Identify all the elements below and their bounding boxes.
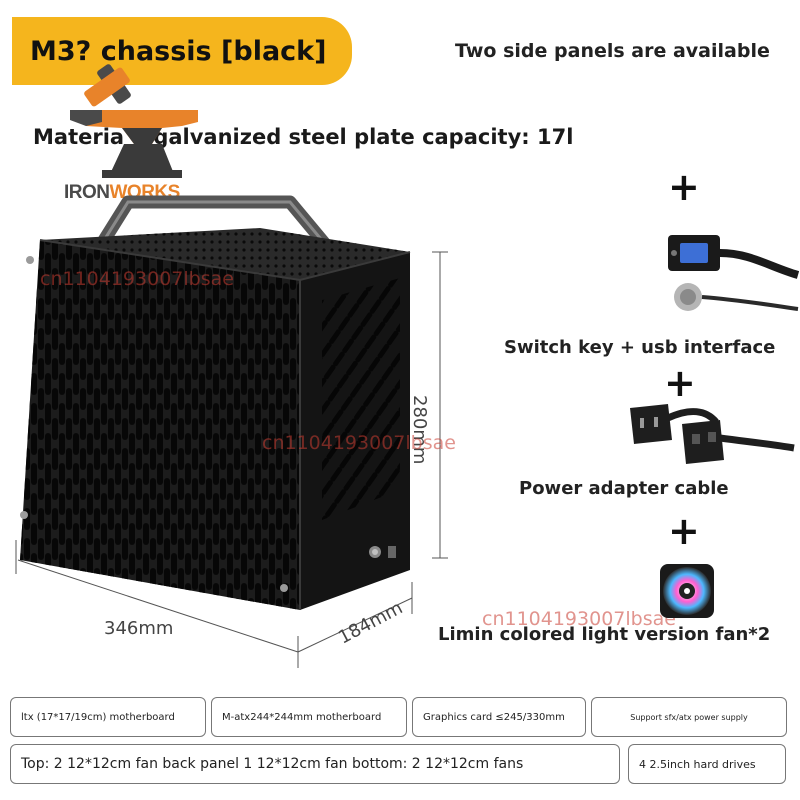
title-badge: M3? chassis [black]: [12, 17, 352, 85]
rgb-fan-icon: [660, 564, 714, 618]
spec-text: M-atx244*244mm motherboard: [222, 711, 382, 723]
spec-text: Graphics card ≤245/330mm: [423, 711, 565, 723]
switch-button-icon: [674, 283, 702, 311]
side-panels-note: Two side panels are available: [455, 40, 770, 62]
spec-text: ltx (17*17/19cm) motherboard: [21, 711, 175, 723]
power-socket-icon: [682, 420, 724, 464]
usb-port: [388, 546, 396, 558]
spec-matx-motherboard: M-atx244*244mm motherboard: [211, 697, 407, 737]
spec-text: Support sfx/atx power supply: [630, 712, 748, 722]
plus-icon: +: [668, 509, 700, 553]
accessory-label-fan: Limin colored light version fan*2: [438, 624, 771, 645]
spec-fan-layout: Top: 2 12*12cm fan back panel 1 12*12cm …: [10, 744, 620, 784]
watermark: cn1104193007lbsae: [482, 608, 676, 630]
ironworks-logo: [70, 64, 198, 178]
carry-handle: [92, 195, 335, 255]
plus-icon: +: [668, 165, 700, 209]
logo-word-iron: IRON: [64, 182, 110, 203]
spec-text: Top: 2 12*12cm fan back panel 1 12*12cm …: [21, 756, 524, 772]
power-plug-icon: [630, 404, 672, 444]
usb-port-icon: [668, 235, 720, 271]
hammer-icon: [84, 64, 131, 107]
watermark: cn1104193007lbsae: [40, 268, 234, 290]
width-dimension: 346mm: [104, 618, 174, 639]
accessory-label-switch-usb: Switch key + usb interface: [504, 337, 776, 358]
accessory-label-power: Power adapter cable: [519, 478, 729, 499]
power-cable-image: [630, 404, 795, 464]
spec-graphics-card: Graphics card ≤245/330mm: [412, 697, 586, 737]
watermark: cn1104193007lbsae: [262, 432, 456, 454]
anvil-icon: [70, 110, 198, 178]
plus-icon: +: [664, 361, 696, 405]
product-title: M3? chassis [black]: [30, 35, 327, 67]
height-dimension: 280mm: [409, 395, 430, 465]
spec-itx-motherboard: ltx (17*17/19cm) motherboard: [10, 697, 206, 737]
power-button: [369, 546, 381, 558]
chassis-illustration: [15, 195, 448, 668]
spec-hard-drives: 4 2.5inch hard drives: [628, 744, 786, 784]
usb-cable-image: [668, 235, 800, 311]
spec-power-supply: Support sfx/atx power supply: [591, 697, 787, 737]
spec-text: 4 2.5inch hard drives: [639, 757, 756, 771]
